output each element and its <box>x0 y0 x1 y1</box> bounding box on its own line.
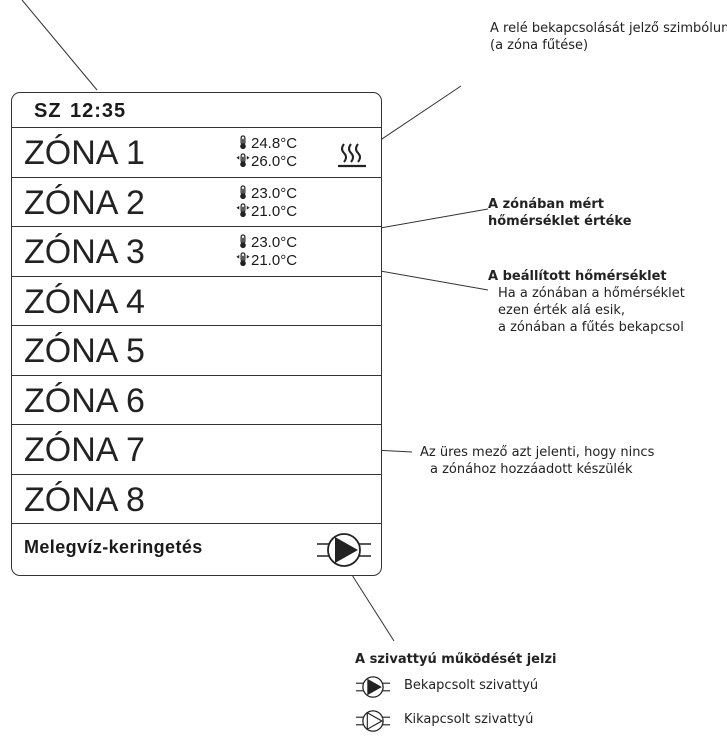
setpoint-temperature: 21.0°C <box>236 203 297 220</box>
setpoint-temperature: 26.0°C <box>236 153 297 170</box>
zone-name: ZÓNA 5 <box>24 332 145 370</box>
setpoint-temperature-value: 21.0°C <box>251 252 298 269</box>
setpoint-annotation-line-2: ezen érték alá esik, <box>498 303 626 318</box>
measured-annotation-line-2: hőmérséklet értéke <box>488 214 632 229</box>
zone-row: ZÓNA 5 <box>12 326 381 376</box>
pump-on-legend: Bekapcsolt szivattyú <box>346 675 646 699</box>
empty-zone-annotation-line-1: Az üres mező azt jelenti, hogy nincs <box>420 445 655 460</box>
setpoint-temperature-value: 21.0°C <box>251 202 298 220</box>
hot-water-circulation-row: Melegvíz-keringetés <box>12 524 381 575</box>
measured-temperature: 24.8°C <box>236 135 297 152</box>
clock-time: 12:35 <box>70 100 127 122</box>
pump-callout-line <box>351 574 395 642</box>
pump-off-label: Kikapcsolt szivattyú <box>404 712 534 727</box>
measured-annotation-line-1: A zónában mért <box>488 197 604 212</box>
zone-row: ZÓNA 8 <box>12 475 381 524</box>
thermometer-setpoint-icon <box>236 153 250 168</box>
measured-temperature-value: 24.8°C <box>251 135 298 152</box>
empty-zone-annotation: Az üres mező azt jelenti, hogy nincs a z… <box>420 444 654 478</box>
pump-annotation: A szivattyú működését jelzi <box>355 651 556 668</box>
zone-name: ZÓNA 3 <box>24 233 145 271</box>
zone-name: ZÓNA 1 <box>24 134 145 172</box>
setpoint-temperature-value: 26.0°C <box>251 153 298 170</box>
zone-name: ZÓNA 4 <box>24 282 145 321</box>
zone-name: ZÓNA 8 <box>24 480 145 519</box>
hot-water-circulation-label: Melegvíz-keringetés <box>24 537 203 557</box>
pump-on-icon <box>355 676 391 698</box>
relay-annotation-line-2: (a zóna fűtése) <box>490 38 589 53</box>
zone-name: ZÓNA 7 <box>24 431 145 469</box>
setpoint-annotation-line-3: a zónában a fűtés bekapcsol <box>498 320 684 335</box>
setpoint-annotation-line-1: Ha a zónában a hőmérséklet <box>498 286 685 301</box>
thermometer-icon <box>240 135 246 150</box>
measured-temperature: 23.0°C <box>236 185 297 202</box>
time-callout-line <box>21 0 98 91</box>
empty-zone-annotation-line-2: a zónához hozzáadott készülék <box>430 462 633 477</box>
pump-off-icon <box>355 710 391 732</box>
zone-name: ZÓNA 6 <box>24 381 145 420</box>
pump-off-legend: Kikapcsolt szivattyú <box>346 709 646 733</box>
zone-row: ZÓNA 7 <box>12 425 381 475</box>
zone-row: ZÓNA 6 <box>12 376 381 425</box>
measured-temperature-value: 23.0°C <box>251 234 298 251</box>
pump-on-label: Bekapcsolt szivattyú <box>404 678 539 693</box>
measured-annotation: A zónában mért hőmérséklet értéke <box>488 196 632 230</box>
measured-temperature-value: 23.0°C <box>251 184 298 202</box>
setpoint-annotation-title: A beállított hőmérséklet <box>488 269 667 284</box>
setpoint-annotation: A beállított hőmérséklet Ha a zónában a … <box>488 268 685 336</box>
pump-on-icon <box>317 533 371 567</box>
setpoint-temperature: 21.0°C <box>236 252 297 269</box>
heating-waves-icon <box>337 140 367 168</box>
pump-annotation-title: A szivattyú működését jelzi <box>355 652 557 667</box>
thermometer-setpoint-icon <box>236 252 250 267</box>
thermometer-icon <box>240 234 246 249</box>
relay-annotation: A relé bekapcsolását jelző szimbólum (a … <box>490 20 727 54</box>
thermometer-icon <box>240 184 246 199</box>
relay-annotation-line-1: A relé bekapcsolását jelző szimbólum <box>490 21 727 36</box>
zone-name: ZÓNA 2 <box>24 183 145 222</box>
zone-row: ZÓNA 4 <box>12 277 381 326</box>
day-indicator: SZ <box>34 100 62 122</box>
display-header: SZ 12:35 <box>12 93 381 128</box>
measured-temperature: 23.0°C <box>236 234 297 251</box>
thermometer-setpoint-icon <box>236 202 250 217</box>
